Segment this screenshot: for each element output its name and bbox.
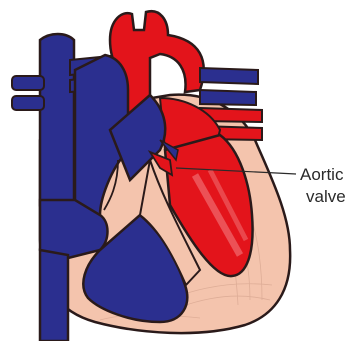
superior-vena-cava [40, 34, 74, 205]
aortic-valve-label-line1: Aortic [300, 165, 344, 184]
aortic-valve-label-line2: valve [306, 187, 346, 206]
inferior-vena-cava [40, 250, 68, 341]
aortic-valve-label: Aortic valve [300, 165, 346, 206]
